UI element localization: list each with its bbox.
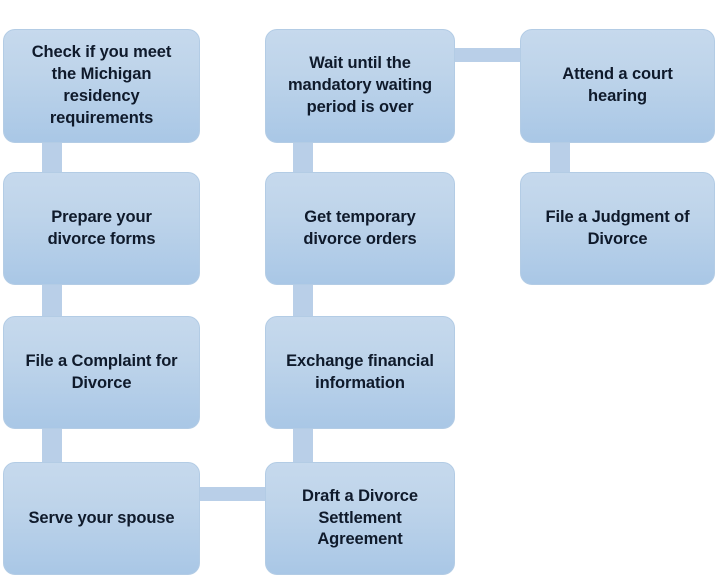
- node-waiting-period-label: Wait until the mandatory waiting period …: [287, 54, 433, 116]
- node-file-judgment[interactable]: File a Judgment of Divorce: [520, 172, 715, 285]
- node-exchange-financial-label: Exchange financial information: [286, 351, 434, 392]
- node-serve-spouse-label: Serve your spouse: [28, 508, 175, 527]
- node-draft-settlement[interactable]: Draft a Divorce Settlement Agreement: [265, 462, 455, 575]
- node-prepare-forms-label: Prepare your divorce forms: [47, 207, 156, 248]
- node-file-judgment-label: File a Judgment of Divorce: [545, 207, 690, 248]
- node-prepare-forms[interactable]: Prepare your divorce forms: [3, 172, 200, 285]
- connector-serve-spouse-to-draft-settlement: [190, 487, 278, 501]
- node-court-hearing-label: Attend a court hearing: [562, 65, 673, 105]
- node-draft-settlement-label: Draft a Divorce Settlement Agreement: [302, 486, 418, 549]
- connector-waiting-period-to-court-hearing: [448, 48, 532, 62]
- node-court-hearing[interactable]: Attend a court hearing: [520, 29, 715, 143]
- node-serve-spouse[interactable]: Serve your spouse: [3, 462, 200, 575]
- node-check-residency-label: Check if you meet the Michigan residency…: [31, 43, 172, 127]
- node-temporary-orders[interactable]: Get temporary divorce orders: [265, 172, 455, 285]
- node-file-complaint[interactable]: File a Complaint for Divorce: [3, 316, 200, 429]
- node-check-residency[interactable]: Check if you meet the Michigan residency…: [3, 29, 200, 143]
- node-waiting-period[interactable]: Wait until the mandatory waiting period …: [265, 29, 455, 143]
- node-file-complaint-label: File a Complaint for Divorce: [25, 351, 178, 392]
- node-temporary-orders-label: Get temporary divorce orders: [303, 207, 417, 248]
- node-exchange-financial[interactable]: Exchange financial information: [265, 316, 455, 429]
